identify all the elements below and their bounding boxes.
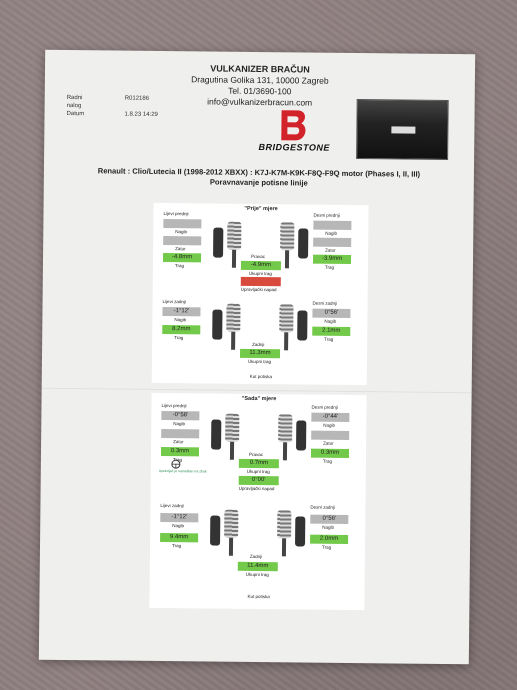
after-fl-caster <box>161 429 200 439</box>
after-measurements-panel: "Sada" mjere Lijevi prednji Desni prednj… <box>149 392 367 611</box>
after-thrust-label: Upravljački napad <box>238 485 275 492</box>
order-meta: Radni nalog R012186 Datum 1.8.23 14:29 <box>66 94 158 119</box>
after-center-value: 0.7mm <box>238 458 279 469</box>
before-fr-camber-label: Nagib <box>325 230 338 236</box>
after-fr-camber-label: Nagib <box>323 422 336 428</box>
alignment-report-sheet: VULKANIZER BRAČUN Dragutina Golika 131, … <box>38 49 476 665</box>
before-rl-toe-label: Trag <box>174 335 184 341</box>
after-front-left-strut <box>225 413 240 460</box>
after-fl-caster-label: Zatur <box>173 439 184 445</box>
before-rear-right-label: Desni zadnji <box>312 300 338 306</box>
after-rear-left-wheel <box>210 515 221 546</box>
bridgestone-logo: BRIDGESTONE <box>244 108 345 159</box>
after-front-right-strut <box>278 414 293 461</box>
after-rl-toe-label: Trag <box>171 543 182 549</box>
before-rl-camber-label: Nagib <box>174 317 187 323</box>
before-fl-toe: -4.8mm <box>162 253 202 263</box>
after-fl-toe: 0.3mm <box>160 447 200 457</box>
order-label: Radni nalog <box>66 94 83 110</box>
before-setback-label: Ukupni trag <box>248 270 272 277</box>
before-rl-toe: 8.2mm <box>162 325 201 335</box>
after-rear-right-label: Desni zadnji <box>310 504 335 510</box>
date-value: 1.8.23 14:29 <box>124 111 158 118</box>
after-setback-label: Ukupni trag <box>246 468 270 475</box>
before-front-left-label: Lijevi prednji <box>163 211 189 217</box>
after-thrust-value: 0°00' <box>238 475 279 486</box>
before-fr-camber <box>313 220 352 230</box>
after-fr-camber: -0°44' <box>311 412 350 422</box>
after-rr-camber: 0°56' <box>310 514 349 524</box>
after-center-label: Pravac <box>248 451 264 458</box>
before-rr-toe: 2.1mm <box>312 326 351 336</box>
after-rear-right-wheel <box>295 516 306 547</box>
after-fr-caster-label: Zatur <box>323 440 334 446</box>
vehicle-photo <box>356 99 449 160</box>
after-front-left-wheel <box>211 419 222 450</box>
before-front-right-wheel <box>298 228 309 259</box>
before-fr-toe: -3.9mm <box>312 254 352 264</box>
before-rear-right-wheel <box>297 310 308 341</box>
bridgestone-b-icon <box>281 110 306 141</box>
order-value: R012186 <box>124 95 150 102</box>
after-rr-toe: 2.0mm <box>310 534 349 544</box>
before-fl-toe-label: Trag <box>174 263 185 269</box>
after-fr-toe-label: Trag <box>322 458 333 464</box>
after-title: "Sada" mjere <box>241 395 277 403</box>
before-rr-toe-label: Trag <box>324 336 334 342</box>
before-rear-label: Zadnji <box>252 341 265 348</box>
after-rr-camber-label: Nagib <box>322 524 335 530</box>
before-fl-caster-label: Zatur <box>175 246 186 252</box>
after-rl-toe: 9.4mm <box>160 532 199 543</box>
before-fl-camber <box>163 219 202 229</box>
after-rear-right-strut <box>277 510 292 557</box>
after-front-left-label: Lijevi prednji <box>161 403 187 409</box>
before-rear-left-wheel <box>212 309 223 340</box>
brand-name: BRIDGESTONE <box>258 142 330 153</box>
paper-fold <box>41 387 472 394</box>
after-thrust-angle-label: Kut potiska <box>247 593 270 600</box>
before-fl-caster <box>163 236 202 246</box>
before-fr-caster-label: Zatur <box>325 247 336 253</box>
after-rl-camber: -1°12' <box>160 512 199 523</box>
date-label: Datum <box>66 110 85 118</box>
before-rr-camber: 0°56' <box>312 308 351 318</box>
before-rear-right-strut <box>279 304 294 351</box>
before-front-right-strut <box>280 222 295 269</box>
after-fl-camber: -0°58' <box>161 411 200 421</box>
before-thrust-angle-label: Kut potiska <box>249 373 273 380</box>
after-rear-left-strut <box>224 509 239 556</box>
after-fr-caster <box>311 430 350 440</box>
after-fl-camber-label: Nagib <box>173 421 186 427</box>
before-front-left-wheel <box>213 227 224 258</box>
before-thrust-value <box>240 276 281 287</box>
before-rr-camber-label: Nagib <box>324 318 337 324</box>
before-rl-camber: -1°12' <box>162 307 201 317</box>
license-plate <box>391 126 416 134</box>
after-front-right-wheel <box>296 420 307 451</box>
before-rear-left-strut <box>226 303 241 350</box>
after-rear-left-label: Lijevi zadnji <box>160 502 184 509</box>
before-thrust-label: Upravljački napad <box>240 286 277 293</box>
after-front-right-label: Desni prednji <box>311 404 338 410</box>
before-rear-total-label: Ukupni trag <box>247 358 271 365</box>
after-rr-toe-label: Trag <box>321 544 332 550</box>
steering-wheel-icon <box>171 459 181 469</box>
before-rear-total: 11.3mm <box>239 348 281 359</box>
before-fl-camber-label: Nagib <box>175 229 188 235</box>
after-rl-camber-label: Nagib <box>172 523 185 529</box>
before-measurements-panel: "Prije" mjere Lijevi prednji Desni predn… <box>151 202 369 386</box>
after-steering-note: Upravljač je nameštan na zbuk <box>158 468 207 474</box>
after-fr-toe: 0.3mm <box>310 448 350 458</box>
before-front-left-strut <box>227 221 242 268</box>
before-center-label: Pravac <box>251 253 266 260</box>
before-front-right-label: Desni prednji <box>313 212 340 218</box>
after-rear-total: 11.4mm <box>237 561 278 572</box>
before-rear-left-label: Lijevi zadnji <box>162 299 186 305</box>
vehicle-title: Renault : Clio/Lutecia II (1998-2012 XBX… <box>44 166 474 191</box>
after-rear-label: Zadnji <box>249 553 263 560</box>
before-center-value: -4.9mm <box>240 260 282 271</box>
before-fr-toe-label: Trag <box>324 264 335 270</box>
before-fr-caster <box>313 237 352 247</box>
after-rear-total-label: Ukupni trag <box>245 571 269 578</box>
